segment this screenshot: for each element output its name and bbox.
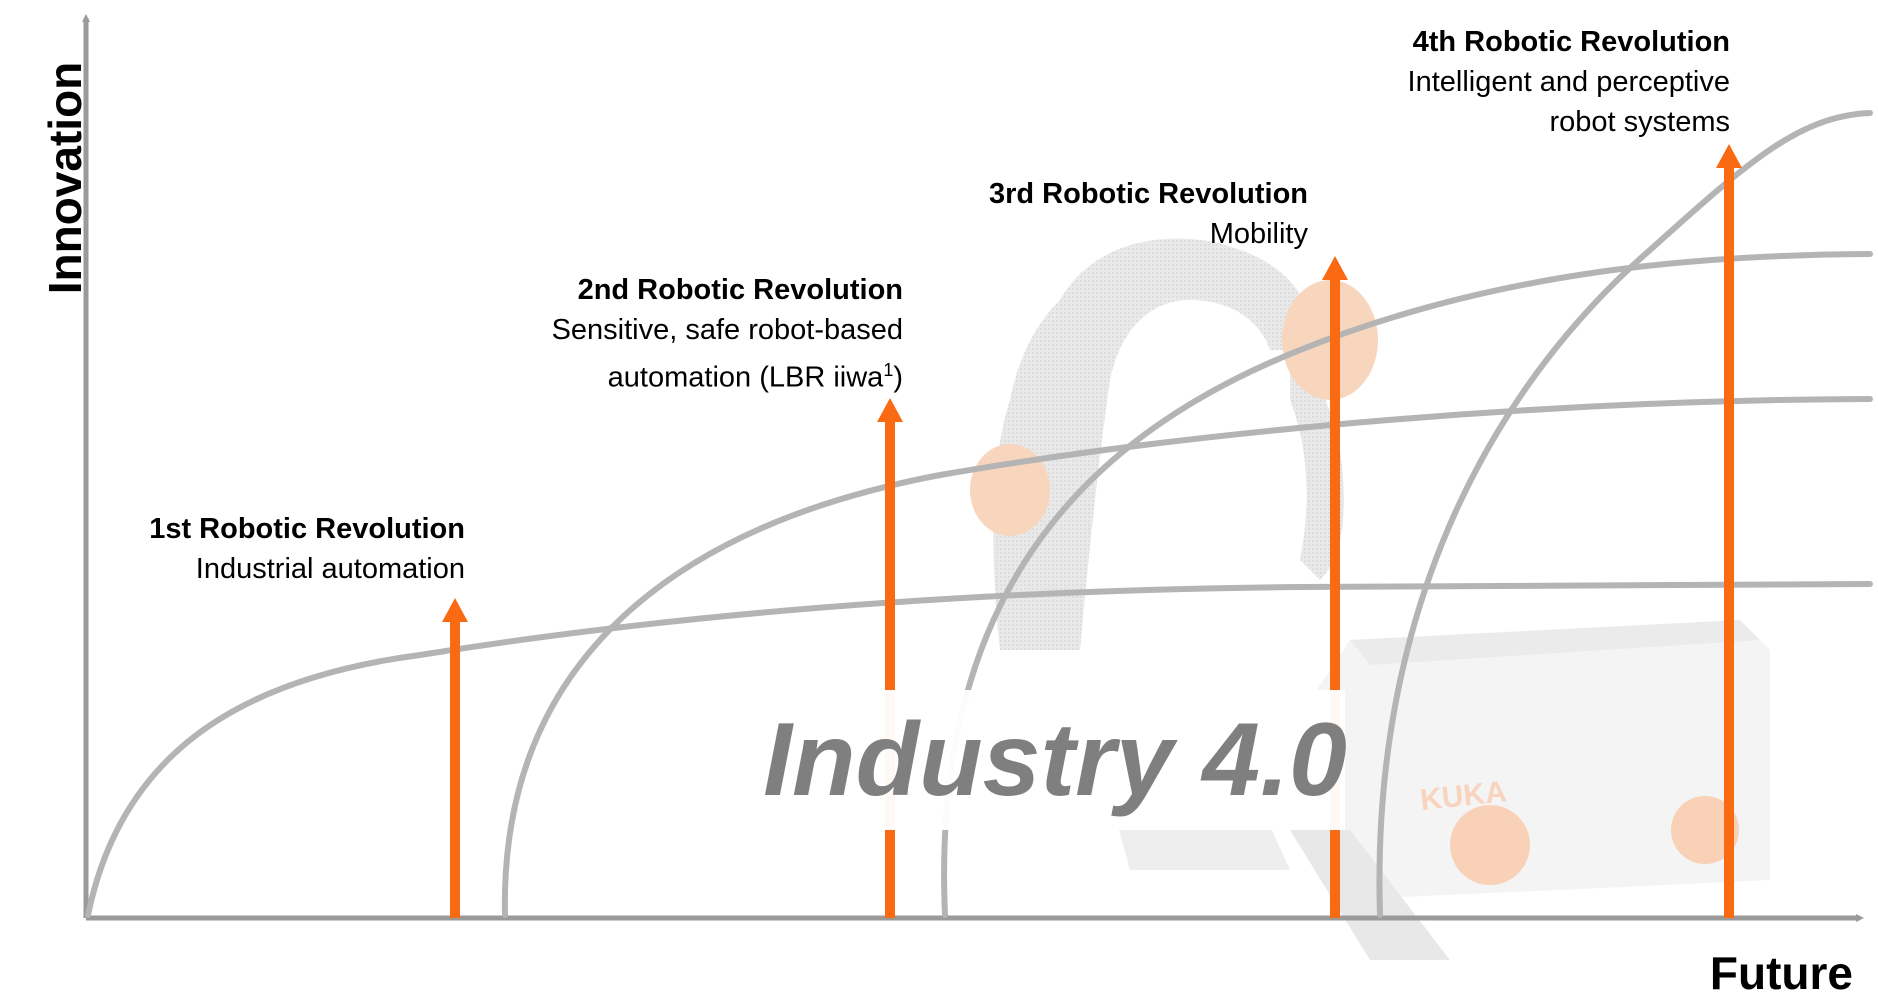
- y-axis-label: Innovation: [39, 61, 91, 295]
- revolution-4-label: 4th Robotic Revolution Intelligent and p…: [1408, 22, 1730, 142]
- revolution-2-line-2-end: ): [893, 361, 903, 394]
- revolution-4-title: 4th Robotic Revolution: [1412, 26, 1730, 58]
- industry-4-label: Industry 4.0: [763, 690, 1347, 830]
- revolution-2-title: 2nd Robotic Revolution: [577, 274, 903, 306]
- arrow-3-shaft: [1330, 278, 1340, 918]
- curve-3: [941, 251, 1873, 918]
- curve-2: [501, 396, 1873, 918]
- curve-4: [1376, 110, 1873, 918]
- revolution-2-line-2-wrap: automation (LBR iiwa1): [552, 350, 903, 398]
- mobile-platform-illustration: KUKA: [1290, 620, 1770, 960]
- revolution-4-line-1: Intelligent and perceptive: [1407, 66, 1730, 98]
- arrow-2-shaft: [885, 420, 895, 918]
- curve-1: [85, 581, 1873, 918]
- arrow-1-shaft: [450, 620, 460, 918]
- revolution-4-line-2: robot systems: [1549, 106, 1731, 138]
- revolution-3-line-1: Mobility: [1209, 218, 1308, 250]
- arrow-4-shaft: [1724, 166, 1734, 918]
- revolution-1-label: 1st Robotic Revolution Industrial automa…: [149, 509, 465, 589]
- arrow-1-head: [442, 598, 468, 622]
- revolution-2-footnote: 1: [883, 360, 894, 380]
- arrow-2-head: [877, 398, 903, 422]
- revolution-1-line-1: Industrial automation: [195, 553, 465, 585]
- revolution-2-label: 2nd Robotic Revolution Sensitive, safe r…: [552, 270, 903, 398]
- arrow-4-head: [1716, 144, 1742, 168]
- revolution-1-title: 1st Robotic Revolution: [149, 513, 465, 545]
- revolution-2-line-1: Sensitive, safe robot-based: [551, 314, 903, 346]
- revolution-2-line-2: automation (LBR iiwa: [607, 361, 884, 394]
- revolution-arrows: [442, 144, 1742, 918]
- revolution-3-title: 3rd Robotic Revolution: [989, 178, 1308, 210]
- x-axis-label: Future: [1709, 947, 1853, 999]
- revolution-3-label: 3rd Robotic Revolution Mobility: [989, 174, 1308, 254]
- arrow-3-head: [1322, 256, 1348, 280]
